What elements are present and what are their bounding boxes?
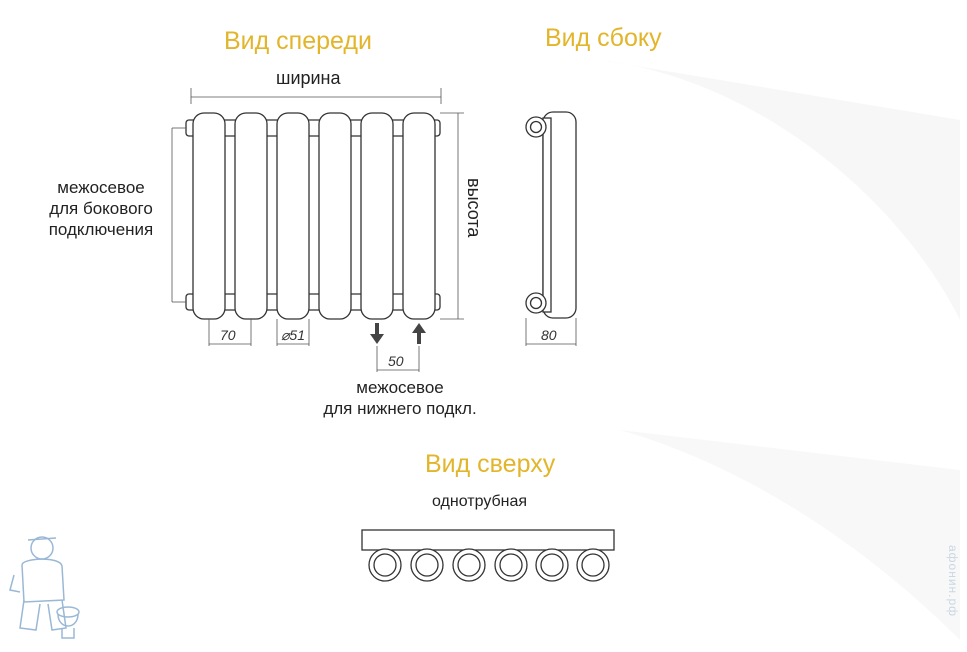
top-section bbox=[576, 548, 610, 582]
top-section bbox=[410, 548, 444, 582]
side-connection-label: межосевое для бокового подключения bbox=[48, 178, 154, 239]
side-view bbox=[525, 111, 577, 346]
bottom-connection-label: межосевое для нижнего подкл. bbox=[323, 378, 477, 418]
height-label: высота bbox=[464, 178, 484, 238]
top-section bbox=[535, 548, 569, 582]
radiator-section bbox=[234, 112, 268, 320]
bottom-spacing-value: 50 bbox=[388, 353, 404, 369]
background-swoosh bbox=[600, 60, 960, 320]
front-view-title: Вид спереди bbox=[224, 27, 372, 55]
top-section bbox=[452, 548, 486, 582]
radiator-section bbox=[360, 112, 394, 320]
diameter-value: ⌀51 bbox=[281, 327, 306, 343]
background-swoosh-2 bbox=[620, 430, 960, 640]
top-view bbox=[361, 529, 615, 582]
watermark-text: афонин.рф bbox=[946, 545, 960, 618]
top-section bbox=[494, 548, 528, 582]
arrow-down-icon bbox=[370, 323, 384, 344]
depth-value: 80 bbox=[541, 327, 557, 343]
arrow-up-icon bbox=[412, 323, 426, 344]
side-view-title: Вид сбоку bbox=[545, 24, 662, 52]
section-width-value: 70 bbox=[220, 327, 236, 343]
radiator-section bbox=[276, 112, 310, 320]
radiator-section bbox=[402, 112, 436, 320]
top-view-title: Вид сверху bbox=[425, 450, 556, 478]
mascot-plumber-icon bbox=[9, 536, 80, 639]
top-view-subtitle: однотрубная bbox=[432, 493, 528, 510]
width-label: ширина bbox=[276, 68, 341, 88]
front-view bbox=[171, 88, 464, 372]
radiator-section bbox=[192, 112, 226, 320]
top-header-bar bbox=[361, 529, 615, 551]
radiator-section bbox=[318, 112, 352, 320]
top-section bbox=[368, 548, 402, 582]
